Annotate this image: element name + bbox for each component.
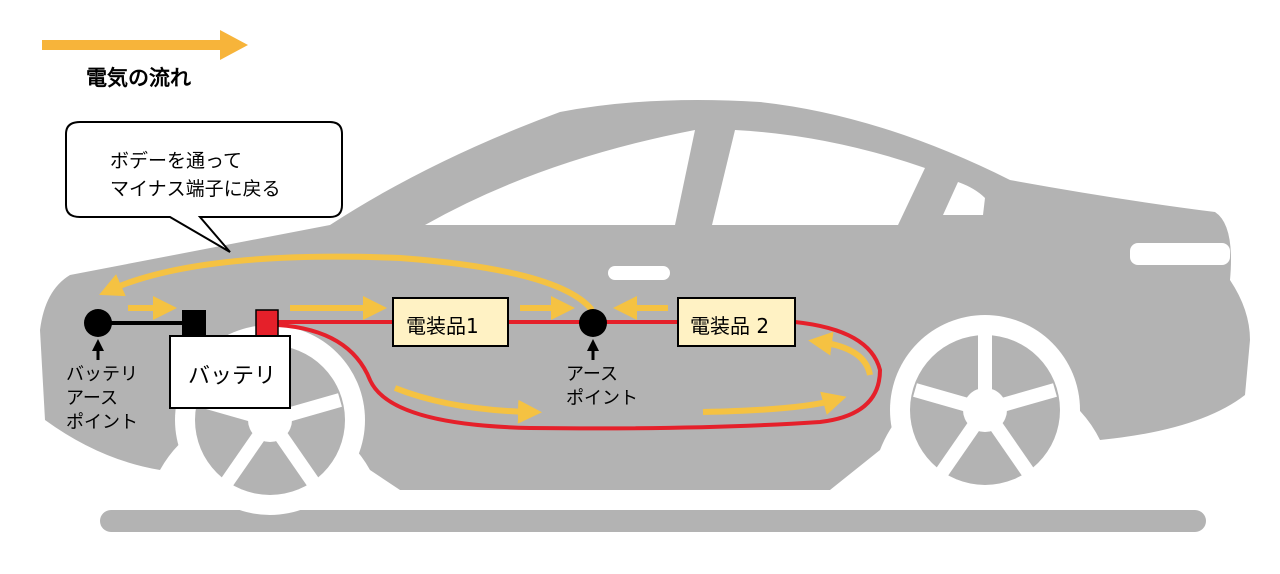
battery-earth-point — [84, 309, 112, 337]
quarter-window — [943, 182, 985, 215]
device1-box — [392, 297, 509, 347]
front-window — [425, 130, 695, 225]
earth-point-line1: アース — [566, 364, 619, 385]
earth-point — [579, 309, 607, 337]
tail-light — [1130, 243, 1230, 265]
legend-label: 電気の流れ — [86, 66, 191, 90]
device1-label: 電装品1 — [406, 314, 479, 338]
battery-earth-line3: ポイント — [66, 412, 138, 433]
device2-label: 電装品 2 — [690, 314, 770, 338]
battery-earth-line2: アース — [66, 388, 119, 409]
callout-line2: マイナス端子に戻る — [110, 178, 281, 200]
battery-label: バッテリ — [188, 364, 277, 389]
earth-point-line2: ポイント — [566, 388, 638, 409]
door-handle — [608, 266, 670, 280]
device2-box — [677, 297, 796, 347]
flow-arrows — [99, 253, 873, 424]
legend-arrow — [42, 30, 248, 60]
positive-terminal — [255, 309, 279, 339]
rear-wheel — [890, 315, 1080, 505]
battery-earth-line1: バッテリ — [66, 364, 138, 385]
battery-box — [169, 335, 291, 409]
negative-terminal — [182, 310, 206, 338]
callout-line1: ボデーを通って — [110, 150, 243, 172]
callout-bubble — [65, 121, 343, 253]
ground — [100, 510, 1206, 532]
rear-window — [712, 130, 925, 225]
